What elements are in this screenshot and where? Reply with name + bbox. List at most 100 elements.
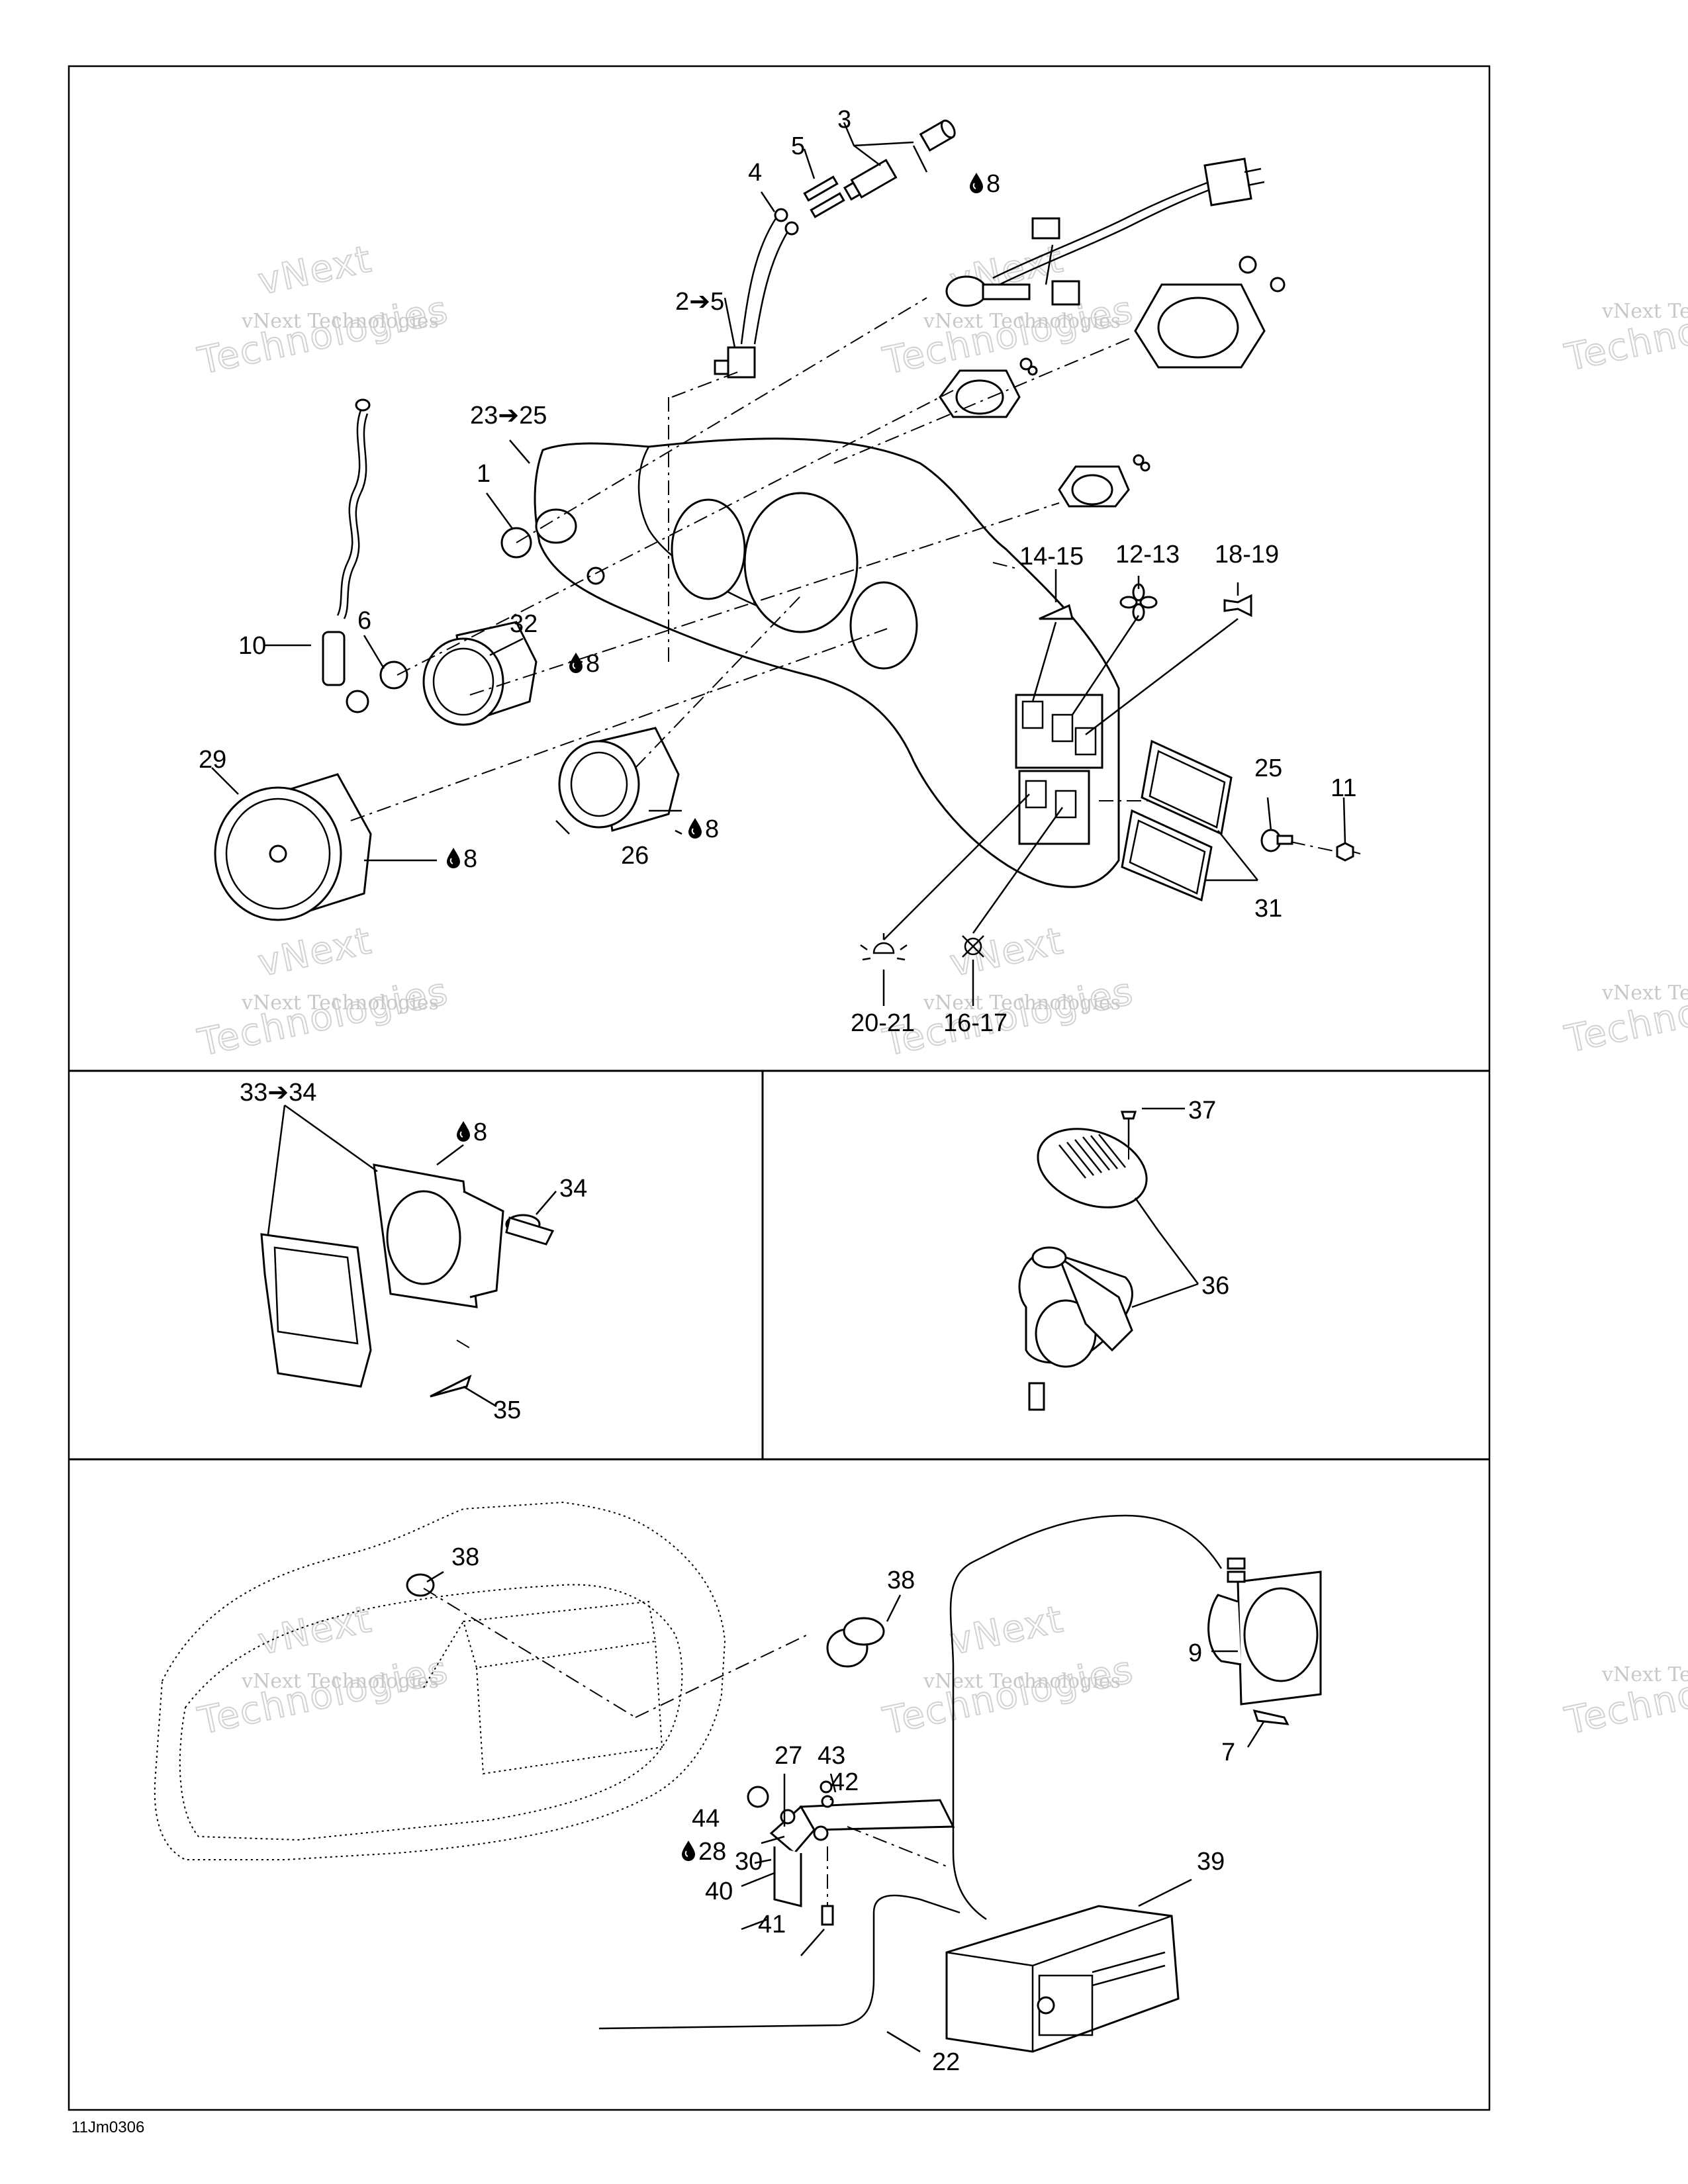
watermark: vNext (254, 919, 375, 985)
wire-harness (992, 158, 1265, 306)
callout-44: 44 (692, 1805, 720, 1833)
lanyard-part (322, 398, 371, 713)
callout-34: 34 (559, 1175, 587, 1203)
large-gauge-29 (214, 773, 372, 921)
callout-16-17: 16-17 (943, 1009, 1008, 1037)
oil-drop-icon (446, 847, 461, 869)
connector-parts (714, 119, 956, 379)
watermark: Technologies (1561, 285, 1688, 380)
callout-43: 43 (818, 1742, 845, 1770)
leader-lines (211, 122, 1346, 1006)
washer (379, 660, 408, 690)
callout-32: 32 (510, 610, 538, 638)
callout-31: 31 (1254, 895, 1282, 923)
callout-27: 27 (774, 1742, 802, 1770)
watermark: Technologies (879, 970, 1137, 1065)
callout-4: 4 (748, 159, 762, 187)
callout-33-34: 33➔34 (240, 1079, 316, 1107)
watermarks: Technologies vNext vNext Technologies Te… (193, 237, 1688, 1744)
callout-12-13: 12-13 (1115, 541, 1180, 569)
nut-11 (1336, 842, 1354, 862)
callout-labels: 3 5 4 8 2➔5 23➔25 1 6 10 32 8 29 8 8 26 … (71, 106, 1356, 2136)
callout-37: 37 (1188, 1097, 1216, 1124)
callout-8: 8 (463, 845, 477, 873)
oil-drop-icon (456, 1120, 471, 1142)
callout-38: 38 (887, 1567, 915, 1594)
diagram-frame (68, 65, 1491, 2111)
watermark: vNext Technologies (1601, 1663, 1688, 1686)
assembly-lines (350, 297, 1361, 854)
callout-25: 25 (1254, 754, 1282, 782)
oil-drop-icon (569, 652, 583, 674)
small-gauge-32 (422, 621, 538, 726)
watermark: vNext Technologies (241, 991, 439, 1015)
watermark: Technologies (1561, 966, 1688, 1062)
watermark: vNext Technologies (923, 991, 1121, 1015)
watermark: Technologies (194, 288, 452, 383)
callout-39: 39 (1197, 1848, 1225, 1876)
watermark: vNext Technologies (1601, 300, 1688, 323)
callout-1: 1 (477, 460, 491, 488)
horn-icon (1223, 594, 1252, 617)
watermark: vNext Technologies (1601, 981, 1688, 1005)
callout-36: 36 (1201, 1272, 1229, 1300)
callout-22: 22 (932, 2048, 960, 2076)
watermark: vNext (254, 238, 375, 304)
callout-23-25: 23➔25 (470, 402, 547, 430)
callout-9: 9 (1188, 1639, 1202, 1667)
watermark: Technologies (879, 288, 1137, 383)
light-icon (860, 933, 908, 961)
callout-8: 8 (986, 170, 1000, 198)
callout-26: 26 (621, 842, 649, 870)
small-gauge-26 (558, 727, 680, 832)
callout-8: 8 (586, 650, 600, 678)
console-outline (154, 1501, 726, 1860)
fan-icon (1119, 583, 1158, 621)
callout-41: 41 (758, 1911, 786, 1938)
callout-20-21: 20-21 (851, 1009, 915, 1037)
watermark: vNext Technologies (923, 310, 1121, 333)
callout-30: 30 (735, 1848, 763, 1876)
watermark: vNext (946, 919, 1067, 985)
watermark: Technologies (879, 1648, 1137, 1743)
callout-8: 8 (705, 815, 719, 843)
gauge-mounts (939, 255, 1286, 508)
oil-drop-icon (681, 1840, 696, 1862)
callout-38: 38 (451, 1543, 479, 1571)
callout-29: 29 (199, 746, 226, 774)
callout-40: 40 (705, 1878, 733, 1905)
callout-2-5: 2➔5 (675, 288, 724, 316)
watermark: vNext (254, 1598, 375, 1664)
callout-42: 42 (831, 1768, 859, 1796)
watermark: vNext Technologies (923, 1670, 1121, 1693)
wiper-icon (1039, 604, 1074, 620)
watermark: vNext Technologies (241, 1670, 439, 1693)
callout-5: 5 (791, 132, 805, 160)
callout-35: 35 (493, 1396, 521, 1424)
callout-10: 10 (238, 632, 266, 660)
watermark: Technologies (1561, 1648, 1688, 1743)
callout-8: 8 (473, 1118, 487, 1146)
callout-11: 11 (1331, 774, 1356, 802)
watermark: Technologies (194, 970, 452, 1065)
callout-14-15: 14-15 (1019, 543, 1084, 570)
callout-18-19: 18-19 (1215, 541, 1279, 569)
bilge-icon (962, 935, 984, 958)
watermark: Technologies (194, 1648, 452, 1743)
oil-drop-icon (969, 172, 984, 194)
callout-7: 7 (1221, 1739, 1235, 1766)
gauge-adapter-assembly (260, 1104, 557, 1408)
callout-28: 28 (698, 1838, 726, 1866)
dashboard-panel (534, 437, 1120, 888)
watermark: vNext (946, 1598, 1067, 1664)
drawing-code: 11Jm0306 (71, 2118, 144, 2136)
speaker-assembly (1018, 1107, 1199, 1411)
screw-25 (1260, 829, 1293, 852)
decals-31 (1121, 739, 1233, 902)
callout-3: 3 (837, 106, 851, 134)
watermark: vNext Technologies (241, 310, 439, 333)
callout-6: 6 (357, 607, 371, 635)
oil-drop-icon (688, 817, 702, 839)
bottom-parts (406, 1514, 1322, 2053)
